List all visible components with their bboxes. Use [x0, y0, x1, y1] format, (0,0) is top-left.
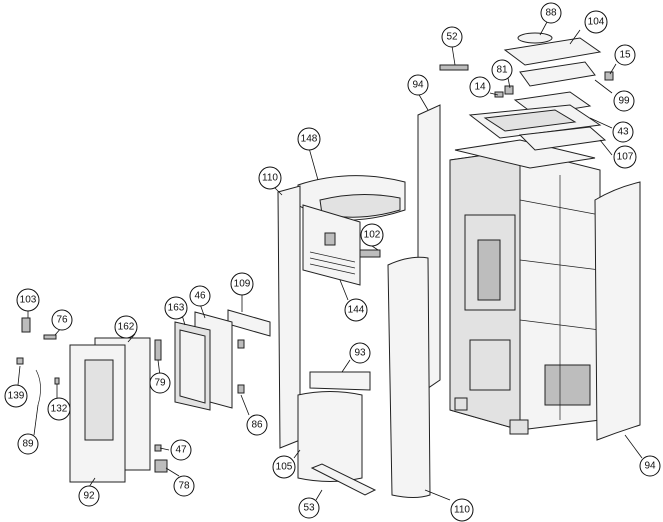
bracket: [227, 309, 271, 337]
hinge: [21, 317, 31, 333]
callout-53: 53: [298, 497, 320, 519]
callout-label: 94: [412, 80, 424, 91]
handle: [35, 369, 41, 406]
callout-label: 148: [301, 134, 318, 145]
callout-104: 104: [584, 10, 608, 34]
callout-162: 162: [114, 315, 138, 339]
lower-frame: [309, 371, 371, 391]
callout-139: 139: [4, 384, 28, 408]
callout-label: 162: [118, 322, 135, 333]
callout-label: 46: [194, 291, 206, 302]
callout-label: 132: [51, 404, 68, 415]
callout-label: 76: [56, 315, 68, 326]
callout-52: 52: [441, 26, 463, 48]
callout-94-bottom: 94: [639, 455, 661, 477]
callout-label: 93: [354, 348, 366, 359]
callout-14: 14: [469, 76, 491, 98]
callout-110-top: 110: [258, 166, 282, 190]
callout-label: 139: [8, 391, 25, 402]
callout-89: 89: [17, 433, 39, 455]
callout-label: 104: [588, 17, 605, 28]
top-assembly: [439, 32, 614, 151]
callout-label: 110: [262, 173, 278, 184]
lower-hinge: [154, 459, 168, 473]
callout-label: 47: [175, 445, 187, 456]
callout-86: 86: [246, 414, 268, 436]
callout-label: 109: [234, 279, 251, 290]
front-long-panel: [387, 256, 431, 498]
callout-label: 53: [303, 503, 315, 514]
callout-label: 81: [496, 65, 508, 76]
callout-label: 110: [454, 505, 470, 516]
callout-78: 78: [173, 475, 195, 497]
callout-148: 148: [297, 127, 321, 151]
callout-label: 94: [644, 461, 656, 472]
callout-163: 163: [164, 296, 188, 320]
callout-94-top: 94: [407, 74, 429, 96]
callout-110-bottom: 110: [450, 498, 474, 522]
latch: [154, 339, 162, 361]
screw: [54, 377, 60, 385]
callout-43: 43: [612, 121, 634, 143]
callout-label: 79: [154, 378, 166, 389]
callout-label: 86: [251, 420, 263, 431]
front-mid-panel: [302, 204, 381, 286]
callout-label: 99: [618, 96, 630, 107]
stove-body: [449, 139, 601, 435]
washer: [16, 357, 24, 365]
callout-105: 105: [272, 455, 296, 479]
callout-109: 109: [230, 272, 254, 296]
callout-label: 103: [20, 295, 37, 306]
callout-label: 163: [168, 303, 185, 314]
callout-103: 103: [16, 288, 40, 312]
callout-107: 107: [613, 145, 637, 169]
callout-76: 76: [51, 309, 73, 331]
callout-label: 88: [545, 8, 557, 19]
callout-46: 46: [189, 285, 211, 307]
callout-label: 89: [22, 439, 34, 450]
callout-99: 99: [613, 90, 635, 112]
callout-15: 15: [614, 44, 636, 66]
left-side-panel: [277, 185, 301, 449]
callout-92: 92: [78, 485, 100, 507]
callout-label: 78: [178, 481, 190, 492]
callout-79: 79: [149, 372, 171, 394]
callout-label: 107: [617, 152, 634, 163]
callout-47: 47: [170, 439, 192, 461]
callout-144: 144: [344, 298, 368, 322]
lower-door: [297, 391, 363, 482]
callout-label: 43: [617, 127, 629, 138]
callout-label: 14: [474, 82, 486, 93]
base-rail: [310, 463, 377, 496]
callout-132: 132: [47, 397, 71, 421]
callout-102: 102: [360, 223, 384, 247]
callout-88: 88: [540, 2, 562, 24]
callout-label: 102: [364, 230, 381, 241]
callout-label: 105: [276, 462, 293, 473]
callout-label: 92: [83, 491, 95, 502]
callout-label: 144: [348, 305, 365, 316]
callout-label: 15: [619, 50, 631, 61]
callout-81: 81: [491, 59, 513, 81]
callout-label: 52: [446, 32, 458, 43]
callout-93: 93: [349, 342, 371, 364]
right-side-panel: [594, 181, 641, 441]
pin: [43, 334, 57, 340]
